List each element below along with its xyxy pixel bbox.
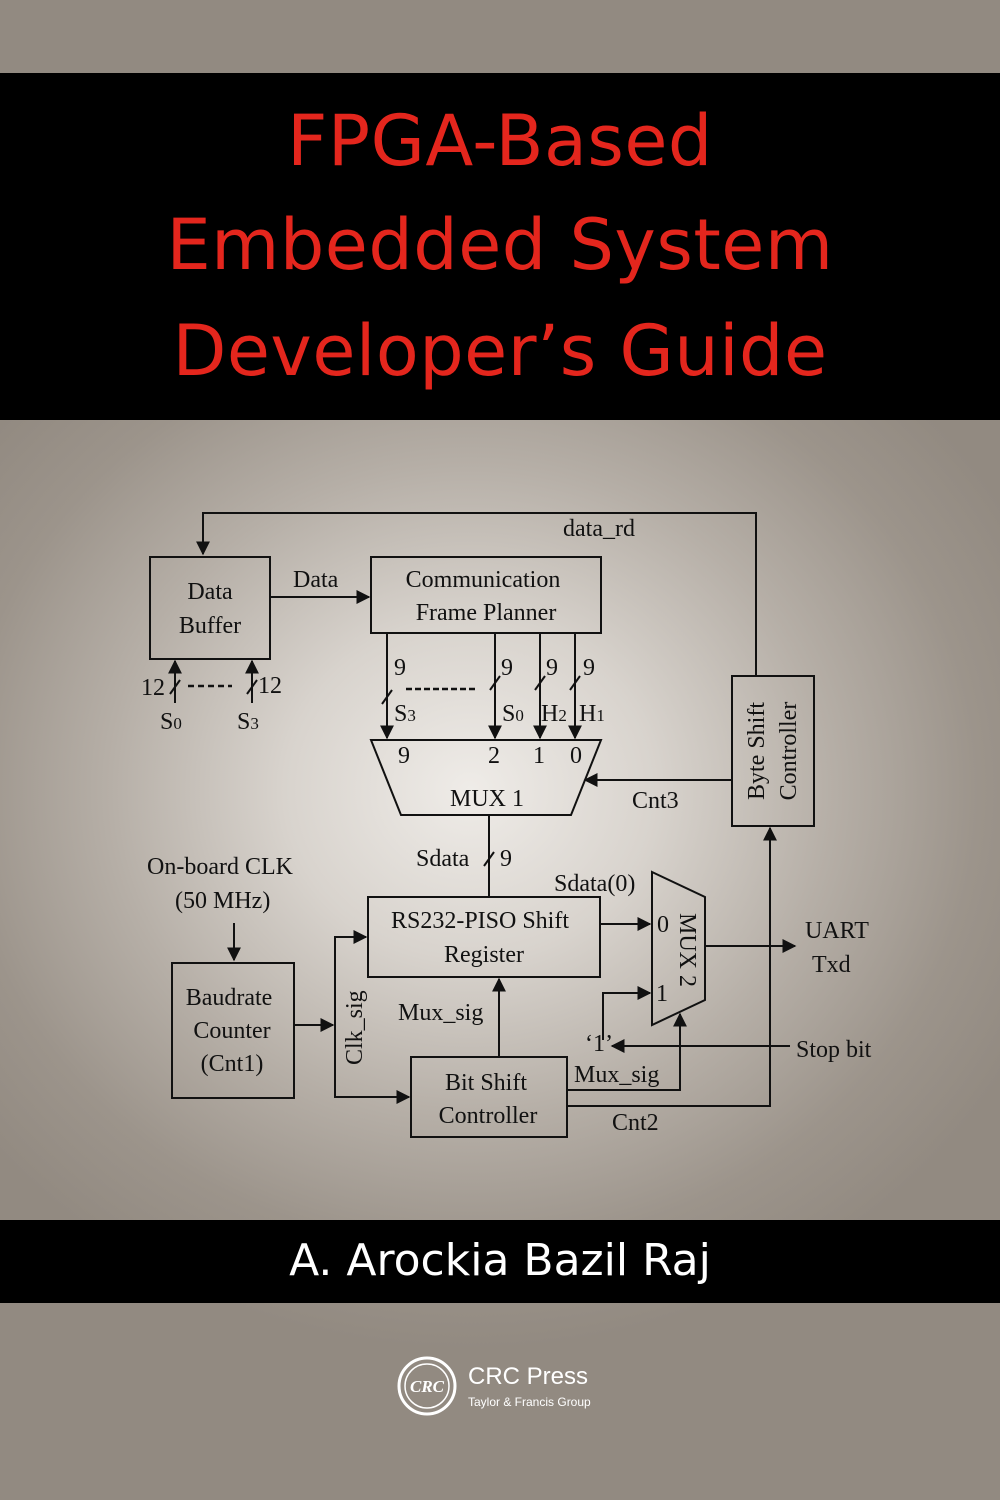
publisher-name: CRC Press xyxy=(468,1363,589,1390)
s3-bus-width: 9 xyxy=(394,655,406,681)
piso-label-2: Register xyxy=(444,942,524,968)
title-line-1: FPGA-Based xyxy=(287,100,713,182)
mux1-input-0: 0 xyxy=(570,743,582,769)
crc-logo-icon: CRC xyxy=(397,1356,457,1416)
data-rd-label: data_rd xyxy=(563,516,635,542)
data-label: Data xyxy=(293,567,339,593)
s3-bus-width: 12 xyxy=(258,673,282,699)
mux2-in1-wire xyxy=(602,986,652,1040)
onboard-clk-label: On-board CLK xyxy=(147,854,294,880)
bus-slash xyxy=(534,675,546,691)
bus-slash xyxy=(246,679,258,695)
frame-planner-block xyxy=(370,556,602,634)
s0-output-label: S0 xyxy=(502,701,524,727)
publisher-group: Taylor & Francis Group xyxy=(468,1395,591,1409)
data-buffer-label-1: Data xyxy=(187,579,233,605)
mux1-input-1: 1 xyxy=(533,743,545,769)
cnt2-wire xyxy=(567,826,777,1107)
byte-shift-controller-block xyxy=(731,675,815,827)
stop-bit-label: Stop bit xyxy=(796,1037,872,1063)
byte-shift-label-1: Byte Shift xyxy=(744,702,770,800)
sdata-width-label: 9 xyxy=(500,846,512,872)
mux2-input-0: 0 xyxy=(657,912,669,938)
mux1-input-2: 2 xyxy=(488,743,500,769)
s3-output-label: S3 xyxy=(394,701,416,727)
baudrate-label-2: Counter xyxy=(193,1018,270,1044)
bus-slash xyxy=(489,675,501,691)
author-band xyxy=(0,1220,1000,1303)
bit-shift-label-1: Bit Shift xyxy=(445,1070,527,1096)
title-line-2: Embedded System xyxy=(166,204,834,286)
mux-sig-to-mux2-wire xyxy=(567,1012,687,1091)
mux2-block xyxy=(651,870,706,1027)
h1-output-label: H1 xyxy=(579,701,605,727)
baudrate-label-1: Baudrate xyxy=(186,985,273,1011)
sdata-label: Sdata xyxy=(416,846,470,872)
bus-slash xyxy=(381,689,393,705)
bit-shift-controller-block xyxy=(410,1056,568,1138)
txd-label: Txd xyxy=(812,952,851,978)
bus-slash xyxy=(483,851,495,867)
author-name: A. Arockia Bazil Raj xyxy=(289,1235,711,1286)
crc-logo-text: CRC xyxy=(410,1377,445,1396)
mux-sig-label-1: Mux_sig xyxy=(398,1000,483,1026)
mux1-block xyxy=(369,739,603,816)
mux2-label: MUX 2 xyxy=(674,913,700,987)
title-line-3: Developer’s Guide xyxy=(172,310,828,392)
clk-sig-label: Clk_sig xyxy=(342,990,368,1065)
mux1-input-9: 9 xyxy=(398,743,410,769)
frame-planner-label-2: Frame Planner xyxy=(416,600,557,626)
title-band xyxy=(0,73,1000,420)
baudrate-counter-block xyxy=(171,962,295,1099)
h2-bus-width: 9 xyxy=(546,655,558,681)
publisher-mark: CRC CRC Press Taylor & Francis Group xyxy=(396,1355,656,1425)
bus-slash xyxy=(169,679,181,695)
sdata0-label: Sdata(0) xyxy=(554,871,635,897)
frame-planner-label-1: Communication xyxy=(406,567,561,593)
bit-shift-label-2: Controller xyxy=(439,1103,538,1129)
s0-input-label: S0 xyxy=(160,709,182,735)
mux1-label: MUX 1 xyxy=(450,786,524,812)
clk-freq-label: (50 MHz) xyxy=(175,888,270,914)
bus-slash xyxy=(569,675,581,691)
s0-bus-width: 9 xyxy=(501,655,513,681)
data-rd-wire xyxy=(196,512,757,676)
cnt2-label: Cnt2 xyxy=(612,1110,659,1136)
data-buffer-block xyxy=(149,556,271,660)
piso-register-block xyxy=(367,896,601,978)
mux2-input-1: 1 xyxy=(656,981,668,1007)
byte-shift-label-2: Controller xyxy=(776,702,802,801)
one-constant-label: ‘1’ xyxy=(585,1031,613,1057)
h1-bus-width: 9 xyxy=(583,655,595,681)
mux-sig-label-2: Mux_sig xyxy=(574,1062,659,1088)
cnt3-label: Cnt3 xyxy=(632,788,679,814)
data-buffer-label-2: Buffer xyxy=(179,613,241,639)
baudrate-label-3: (Cnt1) xyxy=(201,1051,264,1077)
clk-sig-to-bitshift-wire xyxy=(334,1090,411,1104)
piso-label-1: RS232-PISO Shift xyxy=(391,908,569,934)
uart-label: UART xyxy=(805,918,869,944)
h2-output-label: H2 xyxy=(541,701,567,727)
s3-input-label: S3 xyxy=(237,709,259,735)
s0-bus-width: 12 xyxy=(141,675,165,701)
clk-sig-to-piso-wire xyxy=(334,930,368,1095)
